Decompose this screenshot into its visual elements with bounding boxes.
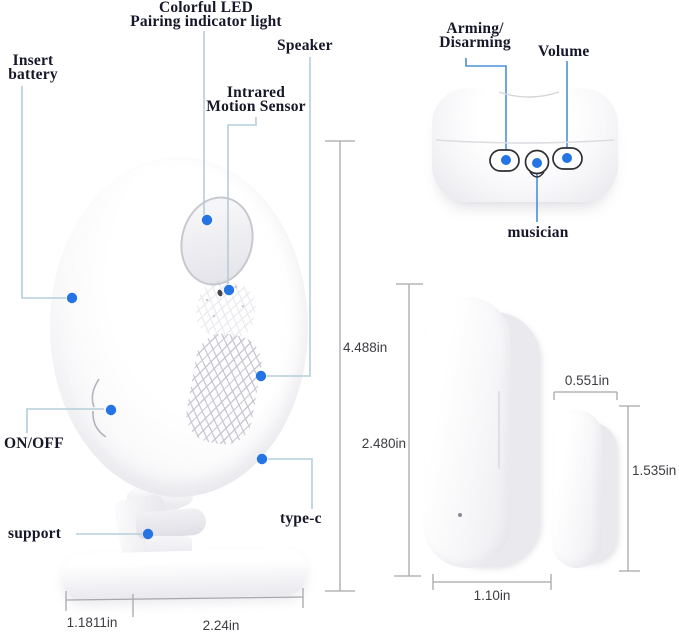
label-insert-battery: Insert battery: [0, 52, 66, 83]
dim-device-height: 4.488in: [343, 340, 388, 355]
label-insert-battery-line2: battery: [8, 65, 58, 83]
receiver-body: [432, 88, 618, 202]
label-type-c: type-c: [280, 510, 322, 527]
label-motion-sensor: Intrared Motion Sensor: [200, 85, 312, 115]
door-sensor-body: [423, 297, 511, 568]
label-arming-line1: Arming/: [446, 20, 504, 37]
dim-door-sensor-height: 2.480in: [361, 436, 406, 451]
label-musician: musician: [507, 224, 569, 241]
dim-magnet-width: 0.551in: [564, 373, 610, 388]
label-colorful-led-line1: Colorful LED: [158, 0, 254, 16]
dim-magnet-height: 1.535in: [632, 463, 677, 478]
magnet-body: [552, 410, 602, 568]
label-insert-battery-line1: Insert: [12, 52, 54, 69]
label-support: support: [8, 525, 62, 542]
label-volume: Volume: [538, 43, 590, 60]
label-arming-disarming: Arming/ Disarming: [428, 20, 522, 51]
dim-base-front: 1.1811in: [66, 615, 118, 630]
motion-sensor-body: [50, 157, 308, 497]
label-arming-line2: Disarming: [439, 33, 511, 51]
dim-door-sensor-width: 1.10in: [473, 588, 511, 603]
stand-base-plate: [61, 547, 308, 602]
label-colorful-led: Colorful LED Pairing indicator light: [95, 0, 317, 30]
label-speaker: Speaker: [277, 37, 333, 54]
label-on-off: ON/OFF: [4, 435, 64, 452]
dim-base-side: 2.24in: [202, 618, 240, 633]
label-colorful-led-line2: Pairing indicator light: [130, 12, 282, 30]
label-motion-sensor-line2: Motion Sensor: [206, 97, 306, 115]
